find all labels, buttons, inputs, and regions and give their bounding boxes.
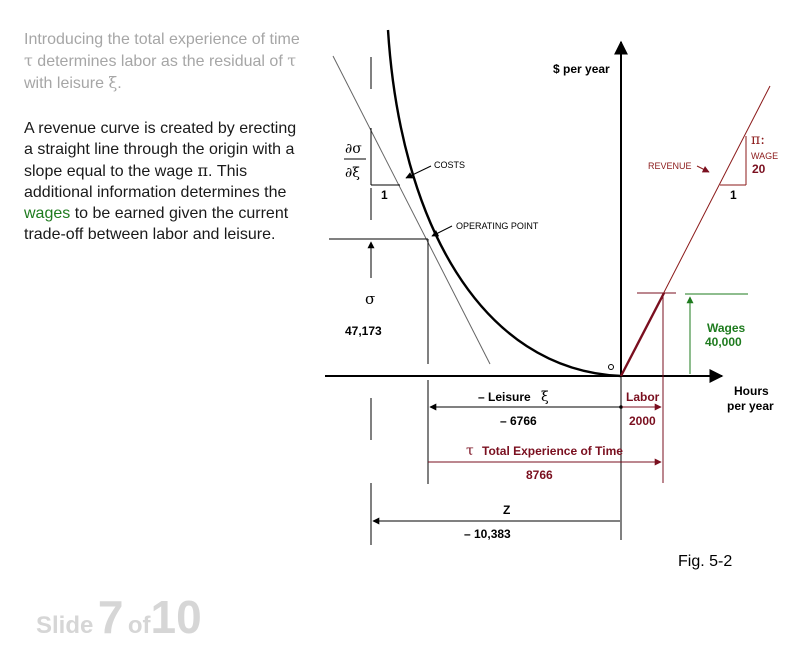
sigma-value: 47,173 [345, 324, 382, 338]
slide-word: Slide [36, 612, 94, 639]
wage-label: WAGE [751, 151, 778, 161]
labor-value: 2000 [629, 414, 656, 428]
costs-pointer [405, 165, 432, 179]
slope-partial-xi: ∂ξ [345, 165, 360, 181]
intro-text-c: with leisure [24, 75, 109, 92]
costs-label: COSTS [434, 160, 465, 170]
x-axis-label-line1: Hours [734, 384, 769, 398]
tau-symbol: τ [24, 51, 33, 70]
description-paragraph: A revenue curve is created by erecting a… [24, 118, 304, 245]
desc-text-a: A revenue curve is created by erecting a… [24, 120, 297, 180]
tau-symbol-2: τ [287, 51, 297, 70]
sigma-symbol: σ [365, 290, 375, 308]
wages-highlight: wages [24, 205, 71, 222]
intro-text-b: determines labor as the residual of [32, 53, 288, 70]
slide-current: 7 [97, 591, 124, 643]
figure-label: Fig. 5-2 [678, 553, 732, 570]
slide-of: of [127, 612, 151, 639]
revenue-label: REVENUE [648, 161, 692, 171]
z-label: Z [503, 503, 510, 517]
intro-paragraph: Introducing the total experience of time… [24, 29, 304, 94]
intro-text-a: Introducing the total experience of time [24, 31, 300, 48]
z-value: – 10,383 [464, 527, 511, 541]
slide-total: 10 [150, 591, 202, 643]
leisure-value: – 6766 [500, 414, 537, 428]
x-axis-label-line2: per year [727, 399, 774, 413]
slope-one-right: 1 [730, 188, 737, 202]
tangent-line [332, 55, 491, 365]
revenue-pointer [696, 165, 710, 173]
intro-text-d: . [117, 75, 122, 92]
operating-point-pointer [431, 225, 453, 237]
wage-value: 20 [752, 162, 766, 176]
revenue-line-labor-segment [619, 292, 666, 377]
labor-label: Labor [626, 390, 660, 404]
total-tau-symbol: τ [466, 443, 474, 459]
cost-curve [386, 29, 622, 378]
wages-label: Wages [707, 321, 746, 335]
y-axis-label: $ per year [553, 62, 610, 76]
slope-one-left: 1 [381, 188, 388, 202]
slope-partial-sigma: ∂σ [345, 141, 362, 157]
total-experience-label: Total Experience of Time [482, 444, 623, 458]
leisure-label: – Leisure [478, 390, 531, 404]
xi-symbol: ξ [108, 73, 118, 92]
total-experience-value: 8766 [526, 468, 553, 482]
wages-value: 40,000 [705, 335, 742, 349]
pi-symbol: π [197, 161, 208, 180]
origin-marker [608, 364, 614, 370]
leisure-xi-symbol: ξ [541, 389, 549, 405]
pi-label: π: [751, 132, 765, 148]
leisure-arrow-dot [619, 405, 623, 409]
operating-point-label: OPERATING POINT [456, 221, 539, 231]
slide-counter: Slide 7 of10 [36, 590, 202, 644]
desc-text-b: . This additional information determines… [24, 163, 287, 201]
desc-text-c: to be earned given the current trade-off… [24, 205, 289, 243]
